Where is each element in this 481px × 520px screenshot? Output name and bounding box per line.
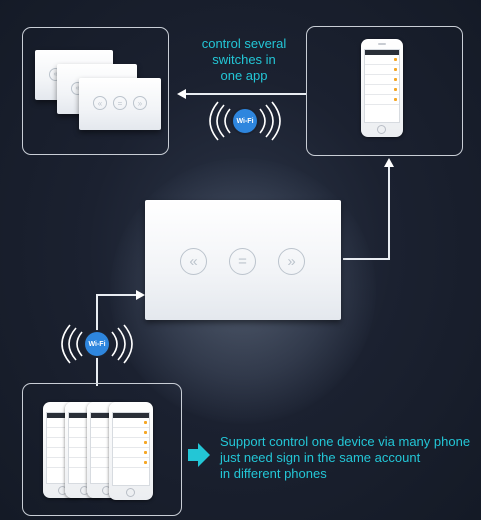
wifi-badge: Wi-Fi: [233, 109, 257, 133]
top-caption-line: switches in: [212, 52, 276, 67]
phone-speaker: [378, 43, 386, 45]
connector-line: [388, 166, 390, 260]
top-caption-line: one app: [220, 68, 268, 83]
wifi-signal-icon: Wi-Fi: [208, 101, 282, 141]
bottom-caption: Support control one device via many phon…: [220, 434, 478, 482]
connector-line: [96, 294, 136, 296]
arrow-left-icon: [177, 89, 186, 99]
smartphone: [361, 39, 403, 137]
top-caption: control several switches in one app: [196, 36, 292, 84]
connector-line: [343, 258, 390, 260]
multi-phone-frame: [22, 383, 182, 516]
double-chevron-right-icon[interactable]: »: [278, 248, 305, 275]
wifi-badge: Wi-Fi: [85, 332, 109, 356]
bottom-caption-line: in different phones: [220, 466, 327, 481]
phone-screen: [364, 49, 400, 123]
main-switch-panel: « = »: [145, 200, 341, 320]
home-button-icon: [377, 125, 386, 134]
double-chevron-right-icon: »: [133, 96, 147, 110]
switch-panel-front: « = »: [79, 78, 161, 130]
double-chevron-left-icon: «: [93, 96, 107, 110]
bottom-caption-line: just need sign in the same account: [220, 450, 421, 465]
single-phone-frame: [306, 26, 463, 156]
arrow-right-icon: [136, 290, 145, 300]
equals-icon[interactable]: =: [229, 248, 256, 275]
multi-switch-frame: « = « = « = »: [22, 27, 169, 155]
smartphone: [109, 402, 153, 500]
double-chevron-left-icon[interactable]: «: [180, 248, 207, 275]
arrow-up-icon: [384, 158, 394, 167]
home-button-icon: [126, 488, 135, 497]
connector-line: [186, 93, 306, 95]
wifi-signal-icon: Wi-Fi: [60, 324, 134, 364]
equals-icon: =: [113, 96, 127, 110]
top-caption-line: control several: [201, 36, 287, 51]
bottom-caption-line: Support control one device via many phon…: [220, 434, 471, 449]
arrow-right-icon: [188, 443, 212, 472]
